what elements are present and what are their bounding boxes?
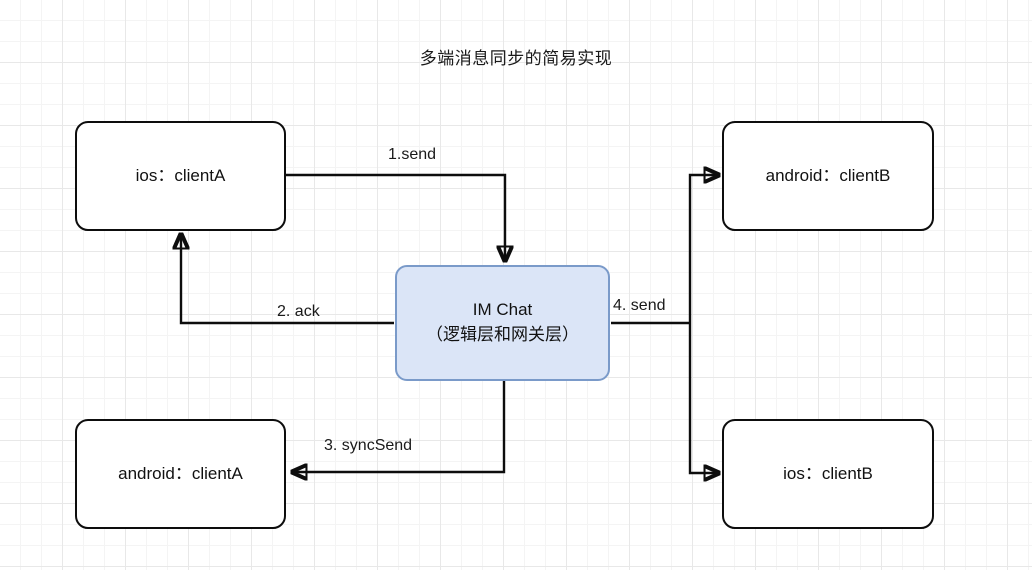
node-label: android：clientB [765, 165, 891, 185]
page-title: 多端消息同步的简易实现 [419, 49, 613, 68]
edge-label-send: 1.send [388, 146, 437, 163]
connector-syncsend [292, 381, 506, 472]
node-label: ios：clientA [135, 165, 226, 185]
edge-label-send-fanout: 4. send [613, 297, 666, 314]
node-label: android：clientA [118, 463, 243, 483]
edge-label-syncsend: 3. syncSend [324, 437, 413, 454]
connector-send-to-android-b [688, 175, 719, 323]
node-label: IM Chat [472, 300, 533, 320]
node-android-client-b[interactable]: android：clientB [722, 121, 934, 231]
node-sublabel: （逻辑层和网关层） [426, 325, 579, 344]
connector-send [286, 173, 505, 261]
edge-label-ack: 2. ack [277, 303, 320, 320]
node-ios-client-a[interactable]: ios：clientA [75, 121, 286, 231]
connector-send-to-ios-b [688, 323, 719, 473]
node-label: ios：clientB [783, 463, 873, 483]
node-ios-client-b[interactable]: ios：clientB [722, 419, 934, 529]
connector-ack [181, 234, 394, 325]
node-im-chat[interactable]: IM Chat （逻辑层和网关层） [395, 265, 610, 381]
node-android-client-a[interactable]: android：clientA [75, 419, 286, 529]
